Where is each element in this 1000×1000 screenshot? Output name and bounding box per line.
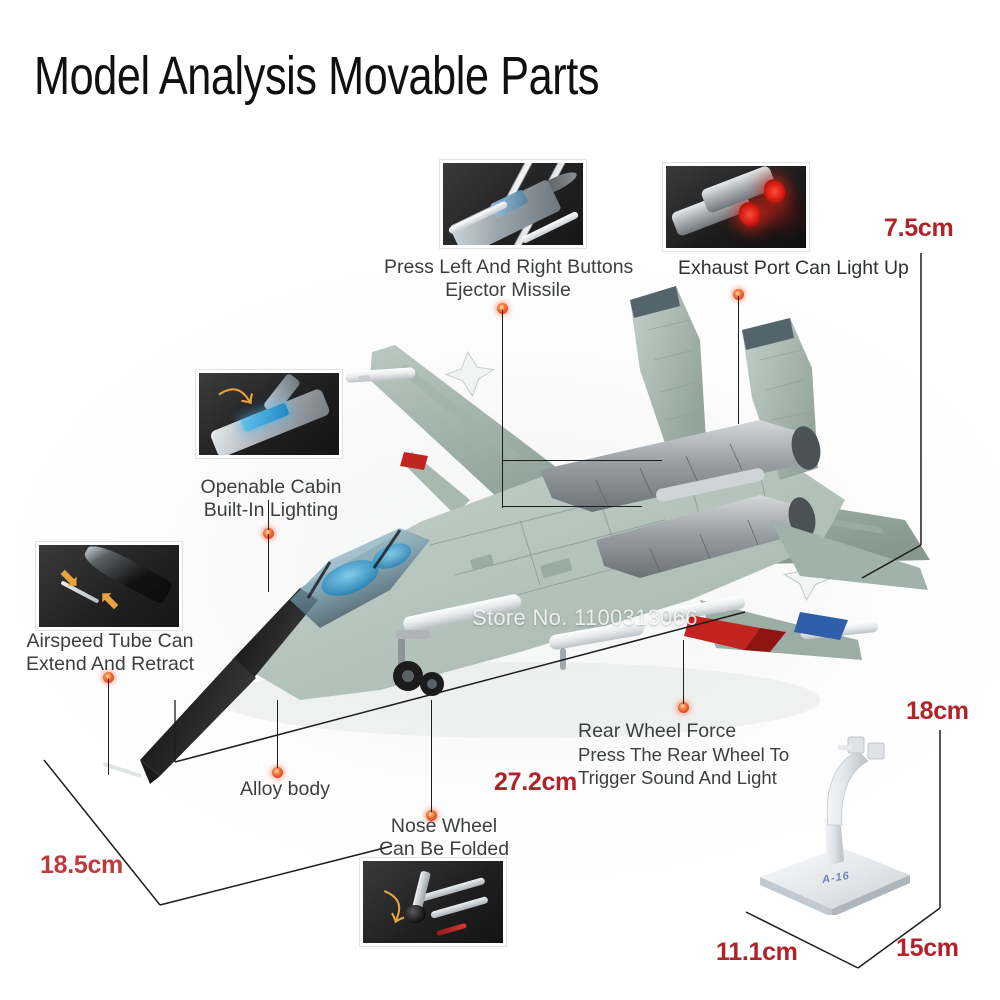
callout-tube-line1: Airspeed Tube Can <box>26 630 194 652</box>
dimension-model-height: 7.5cm <box>884 214 954 242</box>
callout-openable-cabin: Openable Cabin Built-In Lighting <box>196 476 346 522</box>
callout-nosewheel-line1: Nose Wheel <box>390 815 498 837</box>
open-canopy-photo: ⤵ <box>196 370 342 458</box>
dimension-model-length: 27.2cm <box>494 768 577 796</box>
fold-arrow-icon: ⤵ <box>372 888 412 931</box>
marker-dot-exhaust <box>733 289 744 300</box>
arrow-extend-icon: ➡ <box>90 582 128 619</box>
callout-alloy-line1: Alloy body <box>240 778 330 800</box>
dimension-stand-height: 18cm <box>906 697 969 725</box>
callout-rear-wheel: Rear Wheel Force Press The Rear Wheel To… <box>578 720 789 789</box>
callout-nosewheel-line2: Can Be Folded <box>378 838 510 860</box>
leader-line-ejector-branch <box>502 460 662 462</box>
callout-alloy-body: Alloy body <box>240 778 330 801</box>
page-title: Model Analysis Movable Parts <box>34 46 600 106</box>
store-watermark: Store No. 1100313066 <box>472 605 698 630</box>
leader-line-cabin <box>268 500 270 530</box>
leader-line-exhaust <box>738 296 740 424</box>
leader-line-alloy <box>277 700 279 768</box>
leader-line-ejector-branch2 <box>502 506 642 508</box>
callout-exhaust-line1: Exhaust Port Can Light Up <box>678 257 909 279</box>
rotate-arrow-icon: ⤵ <box>217 376 261 421</box>
airspeed-tube-photo: ➡ ➡ <box>36 542 182 630</box>
callout-exhaust-port: Exhaust Port Can Light Up <box>678 257 909 280</box>
marker-dot-alloy <box>272 767 283 778</box>
exhaust-glow-photo <box>663 163 809 251</box>
callout-cabin-line2: Built-In Lighting <box>203 499 339 521</box>
callout-rearwheel-line1: Rear Wheel Force <box>578 720 737 742</box>
missile-eject-photo <box>440 160 586 248</box>
dimension-model-width: 18.5cm <box>40 851 123 879</box>
leader-line-airspeed <box>108 679 110 775</box>
callout-cabin-line1: Openable Cabin <box>200 476 342 498</box>
nose-wheel-photo: ⤵ <box>360 858 506 946</box>
leader-line-nosewheel <box>431 700 433 812</box>
marker-dot-airspeed <box>103 672 114 683</box>
leader-line-cabin-down <box>268 534 270 592</box>
callout-airspeed-tube: Airspeed Tube Can Extend And Retract <box>22 630 198 676</box>
callout-rearwheel-line2: Press The Rear Wheel To <box>578 744 790 765</box>
dimension-stand-width: 15cm <box>896 934 959 962</box>
leader-line-ejector <box>502 310 504 508</box>
dimension-stand-depth: 11.1cm <box>716 938 798 966</box>
marker-dot-ejector <box>497 303 508 314</box>
leader-line-rearwheel <box>683 640 685 704</box>
callout-nose-wheel: Nose Wheel Can Be Folded <box>376 815 512 861</box>
callout-rearwheel-line3: Trigger Sound And Light <box>578 767 777 788</box>
callout-ejector-line1: Press Left And Right Buttons <box>384 256 634 278</box>
callout-ejector-missile: Press Left And Right Buttons Ejector Mis… <box>384 256 634 302</box>
display-stand-photo <box>760 736 910 915</box>
callout-ejector-line2: Ejector Missile <box>445 279 571 301</box>
marker-dot-nosewheel <box>426 810 437 821</box>
callout-tube-line2: Extend And Retract <box>25 653 195 675</box>
marker-dot-cabin <box>263 528 274 539</box>
